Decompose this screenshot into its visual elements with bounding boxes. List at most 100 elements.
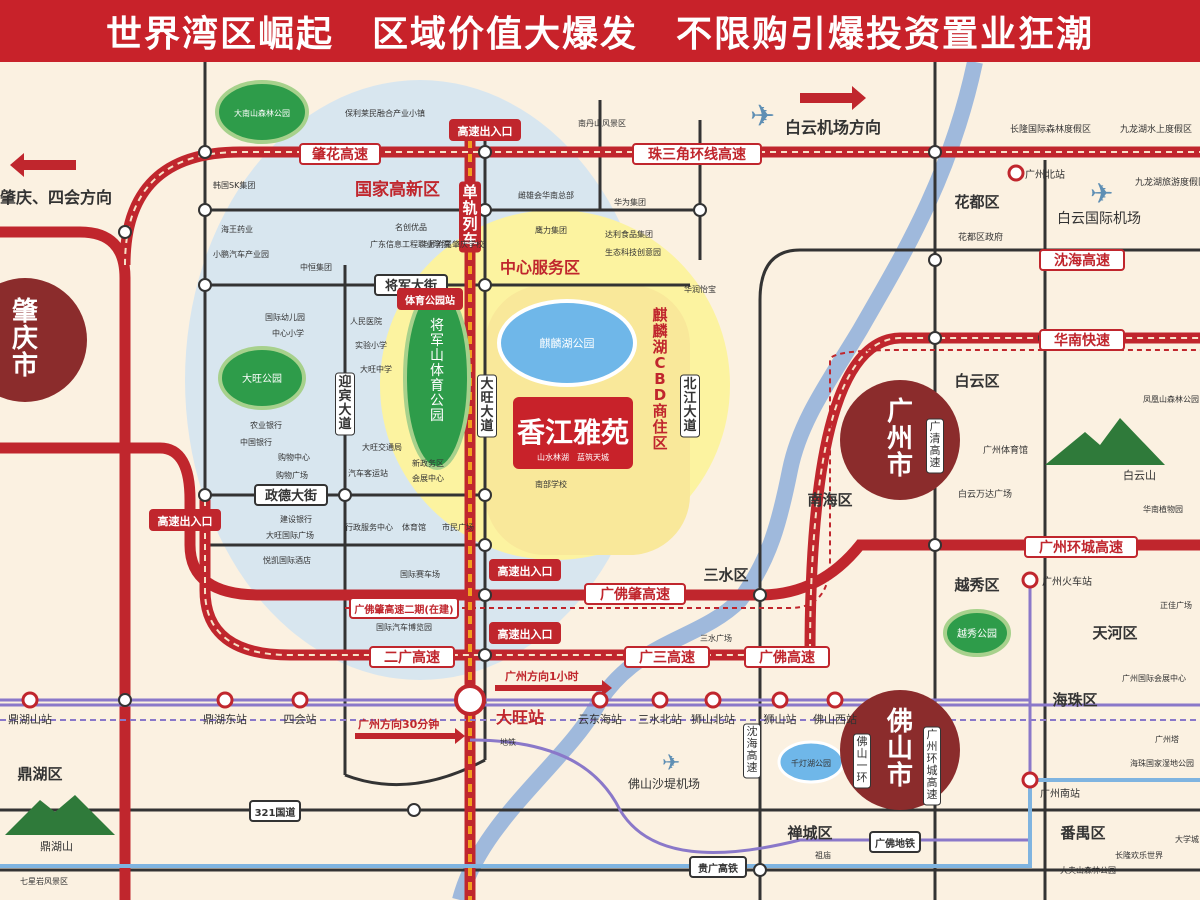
poi-label: 人民医院 <box>350 316 382 326</box>
district-label: 花都区 <box>954 193 999 211</box>
dinghu-mountain-icon <box>5 795 115 835</box>
poi-label: 广州体育馆 <box>983 444 1028 456</box>
poi-label: 白云国际机场 <box>1057 211 1141 227</box>
poi-label: 广州塔 <box>1155 734 1179 744</box>
poi-label: 佛山沙堤机场 <box>628 777 700 791</box>
svg-text:大: 大 <box>683 404 696 420</box>
svg-text:麟: 麟 <box>652 322 668 340</box>
highway-prd-ring: 珠三角环线高速 <box>648 146 746 163</box>
svg-text:旺: 旺 <box>480 391 493 406</box>
metro-guangfo: 广佛地铁 <box>875 837 915 850</box>
regional-map: ✈ ✈ ✈ 肇花高速珠三角环线高速广佛肇高速二广高速广三高速广佛高速华南快速沈海… <box>0 62 1200 900</box>
highway-guangsan: 广三高速 <box>639 649 695 666</box>
highway-gz-ring-v: 广州环城高速 <box>923 726 941 806</box>
park-yuexiu: 越秀公园 <box>957 627 997 640</box>
plane-icon: ✈ <box>662 751 680 776</box>
highway-guangfo: 广佛高速 <box>759 649 815 666</box>
poi-label: 祖庙 <box>815 850 831 860</box>
poi-label: 大旺交通局 <box>362 442 402 452</box>
poi-label: 大旺国际广场 <box>266 530 314 540</box>
svg-text:市: 市 <box>12 350 38 381</box>
svg-text:广: 广 <box>927 728 938 741</box>
rail-guiguang: 贵广高铁 <box>698 862 738 875</box>
svg-text:湖: 湖 <box>652 338 667 356</box>
svg-text:大: 大 <box>480 404 493 420</box>
project-card <box>513 397 633 469</box>
district-label: 天河区 <box>1092 624 1137 642</box>
highway-huanan-box <box>1039 329 1125 351</box>
road-321-box <box>249 800 301 822</box>
poi-label: 农业银行 <box>250 420 282 430</box>
city-zhaoqing: 肇庆市 <box>12 297 39 381</box>
park-qiandenghu: 千灯湖公园 <box>791 758 831 768</box>
svg-text:大: 大 <box>480 376 493 392</box>
poi-label: 鹰力集团 <box>535 225 567 235</box>
poi-label: 购物中心 <box>278 452 310 462</box>
poi-label: 生态科技创意园 <box>605 247 661 257</box>
svg-text:速: 速 <box>930 456 941 469</box>
svg-text:市: 市 <box>887 450 913 481</box>
svg-text:速: 速 <box>927 788 938 801</box>
svg-text:广: 广 <box>887 397 913 427</box>
svg-text:北: 北 <box>683 377 696 392</box>
svg-text:列: 列 <box>462 215 477 233</box>
svg-text:市: 市 <box>887 760 913 791</box>
district-label: 三水区 <box>703 566 748 584</box>
highway-guangzhao-2nd: 广佛肇高速二期(在建) <box>354 603 453 616</box>
highway-shenhai: 沈海高速 <box>1054 252 1110 269</box>
park-dawang: 大旺公园 <box>242 372 282 385</box>
poi-label: 雌雄会华南总部 <box>518 190 574 200</box>
poi-label: 广州火车站 <box>1042 575 1092 588</box>
poi-label: 购物广场 <box>276 470 308 480</box>
poi-label: 九龙湖水上度假区 <box>1120 123 1192 135</box>
svg-text:将: 将 <box>430 318 444 334</box>
highway-shenhai-box <box>1039 249 1125 271</box>
exit-top-box <box>449 119 521 141</box>
dawang-park <box>218 346 306 410</box>
arrow-left-icon <box>10 153 76 177</box>
poi-label: 小鹏汽车产业园 <box>213 249 269 259</box>
plane-icon: ✈ <box>750 99 775 134</box>
poi-label: 大夫山森林公园 <box>1060 865 1116 875</box>
svg-text:公: 公 <box>430 393 444 409</box>
poi-label: 中心小学 <box>272 328 304 338</box>
zhaoqing-circle <box>0 278 87 402</box>
station-tiyu-box <box>397 288 463 310</box>
svg-text:清: 清 <box>930 432 941 445</box>
highway-erguang-box <box>369 646 455 668</box>
poi-label: 汽车客运站 <box>348 468 388 478</box>
direction-airport: 白云机场方向 <box>785 118 881 137</box>
dananshan-park <box>215 80 309 144</box>
poi-label: 海王药业 <box>221 224 253 234</box>
poi-label: 国际汽车博览园 <box>376 622 432 632</box>
street-zhengde: 政德大街 <box>265 488 317 504</box>
svg-text:海: 海 <box>747 736 758 750</box>
highway-erguang: 二广高速 <box>384 649 440 666</box>
poi-label: 华润怡宝 <box>684 284 716 294</box>
poi-label: 七星岩风景区 <box>20 876 68 886</box>
poi-label: 国际赛车场 <box>400 569 440 579</box>
plane-icon: ✈ <box>1090 177 1113 210</box>
poi-label: 九龙湖旅游度假区 <box>1135 176 1200 188</box>
highway-shenhai-v: 沈海高速 <box>743 723 761 779</box>
poi-label: 广州北站 <box>1025 168 1065 181</box>
svg-text:育: 育 <box>430 378 444 394</box>
svg-text:州: 州 <box>927 740 938 753</box>
station-label: 狮山站 <box>764 712 797 726</box>
svg-text:速: 速 <box>747 761 758 774</box>
highway-guangfo-zhao-box <box>584 583 686 605</box>
highway-guangfo-box <box>744 646 830 668</box>
baiyun-mountain-icon <box>1045 418 1165 465</box>
svg-text:高: 高 <box>747 748 758 762</box>
river <box>452 62 983 900</box>
street-zhengde-box <box>254 484 328 506</box>
district-label: 番禺区 <box>1059 824 1105 842</box>
poi-label: 鼎湖山 <box>40 840 73 853</box>
exit-mid2-box <box>489 622 561 644</box>
svg-text:车: 车 <box>462 231 477 249</box>
road-321: 321国道 <box>255 806 296 819</box>
poi-label: 长隆国际森林度假区 <box>1010 123 1091 135</box>
